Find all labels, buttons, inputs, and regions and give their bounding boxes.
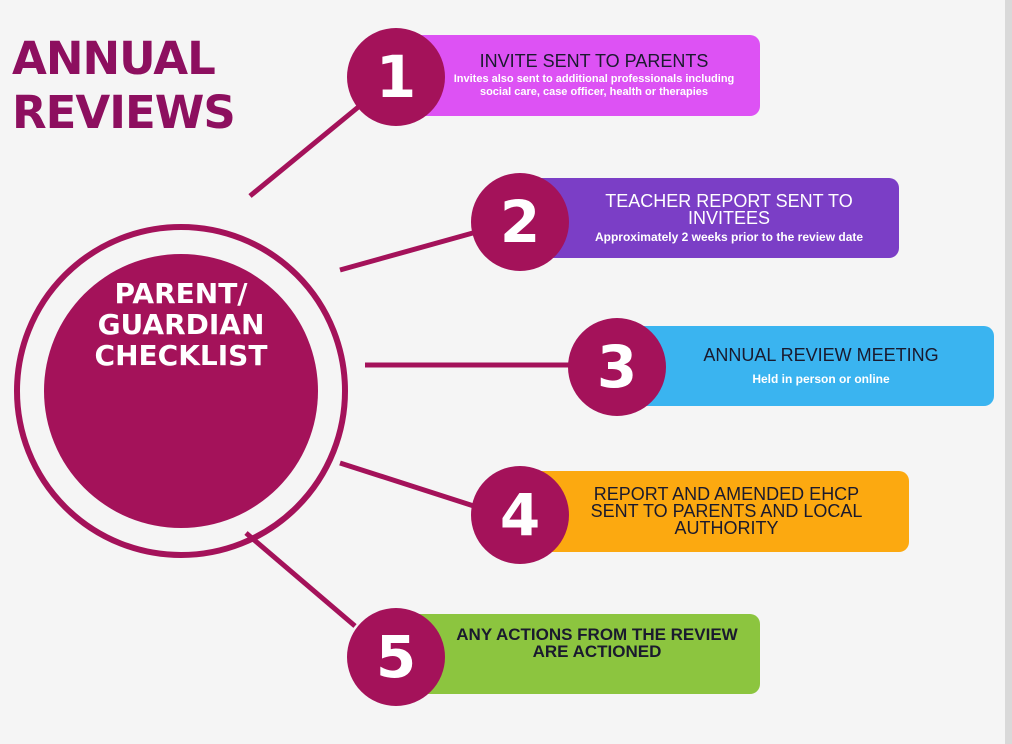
center-label: PARENT/ GUARDIAN CHECKLIST <box>70 278 292 371</box>
step-3-description: Held in person or online <box>752 371 890 386</box>
step-1-heading: INVITE SENT TO PARENTS <box>479 50 709 71</box>
step-1-box: INVITE SENT TO PARENTS Invites also sent… <box>398 35 760 116</box>
center-line-2: GUARDIAN <box>97 308 265 341</box>
step-3-heading: ANNUAL REVIEW MEETING <box>703 344 939 365</box>
step-2-description: Approximately 2 weeks prior to the revie… <box>594 229 864 244</box>
step-2-number-badge: 2 <box>471 173 569 271</box>
connector-1 <box>248 102 364 198</box>
step-3-box: ANNUAL REVIEW MEETING Held in person or … <box>620 326 994 406</box>
center-line-1: PARENT/ <box>114 277 248 310</box>
page-title: ANNUAL REVIEWS <box>12 32 236 140</box>
title-line-1: ANNUAL <box>12 32 216 85</box>
connector-4 <box>339 460 481 511</box>
step-1-description: Invites also sent to additional professi… <box>453 72 735 98</box>
step-1-number-badge: 1 <box>347 28 445 126</box>
step-2-heading: TEACHER REPORT SENT TO INVITEES <box>605 190 853 228</box>
step-4-heading: REPORT AND AMENDED EHCP SENT TO PARENTS … <box>590 484 863 538</box>
connector-2 <box>339 228 481 273</box>
step-5-box: ANY ACTIONS FROM THE REVIEW ARE ACTIONED <box>398 614 760 694</box>
step-4-box: REPORT AND AMENDED EHCP SENT TO PARENTS … <box>520 471 909 552</box>
scrollbar[interactable] <box>1005 0 1012 744</box>
step-5-number-badge: 5 <box>347 608 445 706</box>
step-2-box: TEACHER REPORT SENT TO INVITEES Approxim… <box>525 178 899 258</box>
connector-5 <box>244 531 357 628</box>
center-line-3: CHECKLIST <box>94 339 268 372</box>
step-3-number-badge: 3 <box>568 318 666 416</box>
title-line-2: REVIEWS <box>12 86 236 139</box>
outer-ring <box>14 224 348 558</box>
step-5-heading: ANY ACTIONS FROM THE REVIEW ARE ACTIONED <box>456 625 738 661</box>
step-4-number-badge: 4 <box>471 466 569 564</box>
center-circle <box>44 254 318 528</box>
